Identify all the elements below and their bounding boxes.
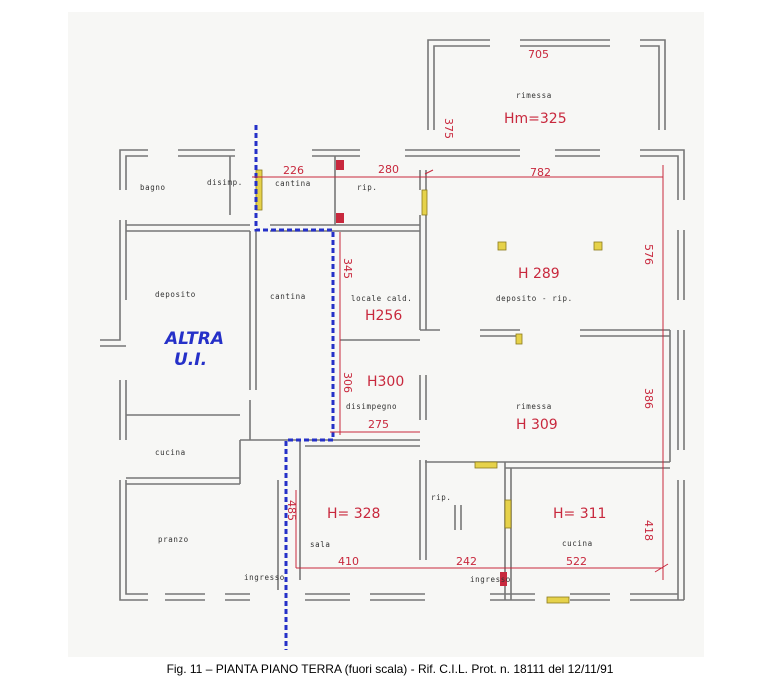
label-disimpegno: disimpegno bbox=[346, 402, 397, 411]
label-disimp: disimp. bbox=[207, 178, 243, 187]
label-bagno: bagno bbox=[140, 183, 166, 192]
room-labels: rimessa bagno disimp. cantina rip. depos… bbox=[140, 91, 593, 584]
dim-386: 386 bbox=[642, 388, 655, 409]
label-rimessa-top: rimessa bbox=[516, 91, 552, 100]
label-rip-top: rip. bbox=[357, 183, 377, 192]
dim-242: 242 bbox=[456, 555, 477, 568]
dim-485: 485 bbox=[285, 500, 298, 521]
label-sala: sala bbox=[310, 540, 330, 549]
dim-576: 576 bbox=[642, 244, 655, 265]
label-ingresso-left: ingresso bbox=[244, 573, 285, 582]
dim-h300: H300 bbox=[367, 374, 404, 390]
dim-782: 782 bbox=[530, 166, 551, 179]
blue-boundary-line bbox=[254, 125, 335, 650]
dim-h309: H 309 bbox=[516, 417, 558, 433]
dim-410: 410 bbox=[338, 555, 359, 568]
dim-h289: H 289 bbox=[518, 266, 560, 282]
dim-345: 345 bbox=[341, 258, 354, 279]
figure-caption: Fig. 11 – PIANTA PIANO TERRA (fuori scal… bbox=[166, 662, 614, 676]
label-cantina-top: cantina bbox=[275, 179, 311, 188]
label-ingresso-right: ingresso bbox=[470, 575, 511, 584]
dim-h256: H256 bbox=[365, 308, 402, 324]
dim-hm325: Hm=325 bbox=[504, 111, 567, 127]
dim-418: 418 bbox=[642, 520, 655, 541]
label-locale-cald: locale cald. bbox=[351, 294, 412, 303]
label-cucina-left: cucina bbox=[155, 448, 186, 457]
dim-705: 705 bbox=[528, 48, 549, 61]
drawing-sheet bbox=[68, 12, 704, 657]
dim-306: 306 bbox=[341, 372, 354, 393]
label-rimessa-mid: rimessa bbox=[516, 402, 552, 411]
annotation-line2: U.I. bbox=[174, 350, 207, 370]
label-rip-bottom: rip. bbox=[431, 493, 451, 502]
floor-plan: rimessa bagno disimp. cantina rip. depos… bbox=[68, 12, 704, 657]
dim-h311: H= 311 bbox=[553, 506, 606, 522]
dim-280: 280 bbox=[378, 163, 399, 176]
label-deposito-rip: deposito - rip. bbox=[496, 294, 573, 303]
label-pranzo: pranzo bbox=[158, 535, 189, 544]
walls bbox=[100, 39, 685, 601]
label-cucina-right: cucina bbox=[562, 539, 593, 548]
dim-522: 522 bbox=[566, 555, 587, 568]
altra-ui-annotation: ALTRA U.I. bbox=[163, 329, 224, 370]
yellow-wall-segments bbox=[255, 169, 603, 604]
annotation-line1: ALTRA bbox=[163, 329, 224, 349]
dim-h328: H= 328 bbox=[327, 506, 380, 522]
label-deposito: deposito bbox=[155, 290, 196, 299]
red-markers bbox=[336, 160, 507, 586]
label-cantina-mid: cantina bbox=[270, 292, 306, 301]
dim-275: 275 bbox=[368, 418, 389, 431]
dim-375: 375 bbox=[442, 118, 455, 139]
dimension-texts: 705 375 Hm=325 226 280 782 576 H 289 345… bbox=[283, 48, 655, 568]
dimension-lines bbox=[252, 165, 669, 580]
dim-226: 226 bbox=[283, 164, 304, 177]
